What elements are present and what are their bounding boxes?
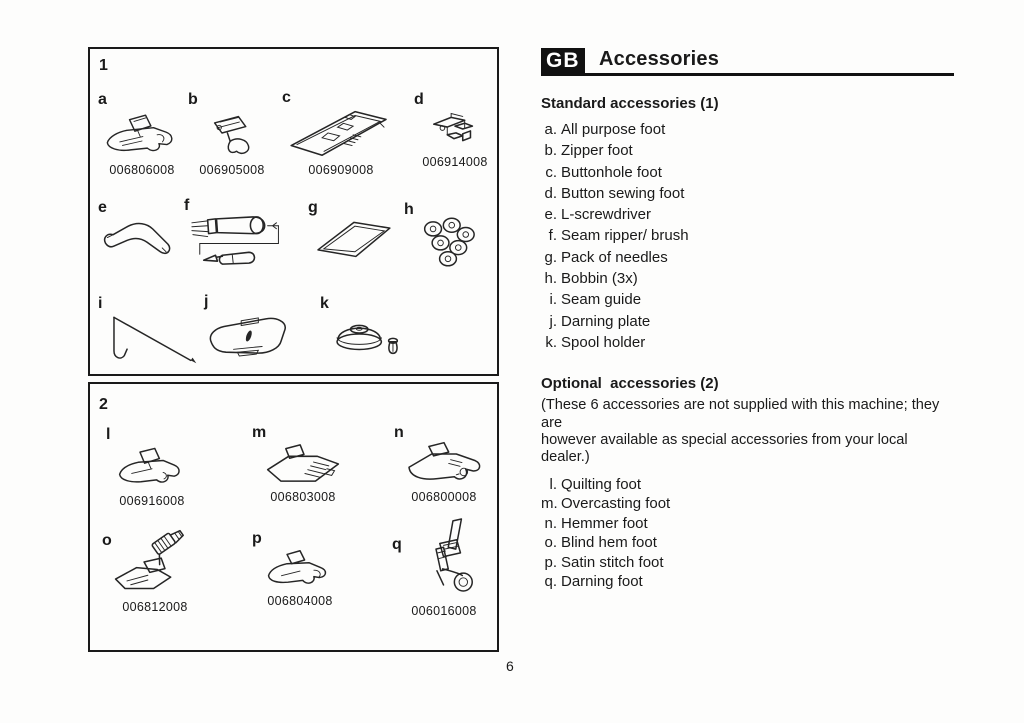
seam-guide-illustration <box>113 316 197 364</box>
figure-letter: p <box>252 530 262 547</box>
figure-item-o: o 006812008 <box>100 510 210 614</box>
figure-1-number: 1 <box>99 57 108 74</box>
part-number: 006016008 <box>411 604 477 618</box>
figure-item-i: i <box>96 295 204 367</box>
list-item: j.Darning plate <box>549 312 651 330</box>
standard-accessories-heading: Standard accessories (1) <box>541 95 719 112</box>
text-column: GB Accessories Standard accessories (1) … <box>541 48 954 591</box>
figure-item-k: k <box>318 295 412 363</box>
figure-item-q: q 006016008 <box>390 502 498 618</box>
figure-item-c: c 006909008 <box>280 89 402 177</box>
standard-accessories-list: a.All purpose foot b.Zipper foot c.Butto… <box>541 119 954 353</box>
part-number: 006914008 <box>422 155 488 169</box>
list-item: k.Spool holder <box>545 333 646 351</box>
list-item: c.Buttonhole foot <box>545 163 662 181</box>
list-item: a.All purpose foot <box>544 121 666 138</box>
bobbins-illustration <box>423 217 475 267</box>
part-number: 006909008 <box>308 163 374 177</box>
part-number: 006812008 <box>122 600 188 614</box>
figure-letter: d <box>414 91 424 108</box>
quilting-foot-illustration <box>118 447 180 483</box>
optional-accessories-note: (These 6 accessories are not supplied wi… <box>541 397 954 467</box>
hemmer-foot-illustration <box>408 441 481 480</box>
part-number: 006803008 <box>270 490 336 504</box>
list-item: h.Bobbin (3x) <box>544 270 638 288</box>
figure-letter: q <box>392 536 402 553</box>
list-item: p.Satin stitch foot <box>544 553 664 571</box>
figure-item-l: l 006916008 <box>104 426 200 508</box>
figure-item-p: p 006804008 <box>250 514 350 608</box>
figure-box-2: 2 l 006916008 m 006803008 n <box>88 382 499 652</box>
part-number: 006804008 <box>267 594 333 608</box>
language-badge: GB <box>541 48 585 76</box>
part-number: 006916008 <box>119 494 185 508</box>
needle-pack-illustration <box>317 221 391 258</box>
figure-letter: l <box>106 426 111 443</box>
figure-2-number: 2 <box>99 396 108 413</box>
list-item: q.Darning foot <box>544 572 643 590</box>
note-line-2: however available as special accessories… <box>541 432 908 466</box>
figure-letter: h <box>404 201 414 218</box>
figure-letter: f <box>184 197 190 214</box>
header-rule <box>541 73 954 76</box>
figure-letter: a <box>98 91 107 108</box>
figure-letter: j <box>204 293 209 310</box>
list-item: d.Button sewing foot <box>544 184 685 202</box>
page-number: 6 <box>506 658 514 674</box>
figure-item-h: h <box>402 201 494 271</box>
page-title: Accessories <box>599 48 720 70</box>
darning-plate-illustration <box>209 317 286 357</box>
list-item: o.Blind hem foot <box>544 534 657 552</box>
seam-ripper-brush-illustration <box>191 216 279 265</box>
optional-accessories-heading: Optional accessories (2) <box>541 375 719 393</box>
figure-letter: m <box>252 424 267 441</box>
list-item: i.Seam guide <box>549 291 642 309</box>
darning-foot-illustration <box>435 518 473 592</box>
satin-stitch-foot-illustration <box>267 550 327 584</box>
list-item: g.Pack of needles <box>544 248 668 266</box>
figure-letter: k <box>320 295 329 312</box>
note-line-1: (These 6 accessories are not supplied wi… <box>541 397 940 431</box>
list-item: m.Overcasting foot <box>541 495 671 513</box>
overcasting-foot-illustration <box>266 444 340 482</box>
figure-box-1: 1 a 006806008 b 006905008 <box>88 47 499 376</box>
list-item: e.L-screwdriver <box>544 206 652 224</box>
figure-letter: g <box>308 199 318 216</box>
figure-item-g: g <box>306 199 400 265</box>
list-item: f.Seam ripper/ brush <box>548 227 689 245</box>
zipper-foot-illustration <box>213 115 250 154</box>
section-header: GB Accessories <box>541 48 954 78</box>
figure-item-e: e <box>96 199 184 265</box>
part-number: 006800008 <box>411 490 477 504</box>
button-sewing-foot-illustration <box>432 112 474 142</box>
spool-holder-illustration <box>336 324 399 355</box>
figure-letter: e <box>98 199 107 216</box>
l-screwdriver-illustration <box>103 222 171 255</box>
figure-item-b: b 006905008 <box>186 91 278 177</box>
list-item: b.Zipper foot <box>544 142 633 160</box>
figure-item-f: f <box>182 197 308 273</box>
blind-hem-foot-illustration <box>114 529 184 590</box>
buttonhole-foot-illustration <box>290 110 387 156</box>
all-purpose-foot-illustration <box>106 114 173 152</box>
figure-letter: o <box>102 532 112 549</box>
figure-letter: c <box>282 89 291 106</box>
figure-item-a: a 006806008 <box>96 91 188 177</box>
figure-item-j: j <box>202 293 308 367</box>
figure-letter: b <box>188 91 198 108</box>
figure-letter: i <box>98 295 103 312</box>
figure-letter: n <box>394 424 404 441</box>
list-item: n.Hemmer foot <box>544 514 648 532</box>
figure-item-m: m 006803008 <box>250 424 356 504</box>
part-number: 006905008 <box>199 163 265 177</box>
list-item: l.Quilting foot <box>549 475 642 493</box>
part-number: 006806008 <box>109 163 175 177</box>
optional-accessories-list: l.Quilting foot m.Overcasting foot n.Hem… <box>541 475 954 591</box>
figure-item-d: d 006914008 <box>412 91 498 169</box>
figure-item-n: n 006800008 <box>392 424 496 504</box>
